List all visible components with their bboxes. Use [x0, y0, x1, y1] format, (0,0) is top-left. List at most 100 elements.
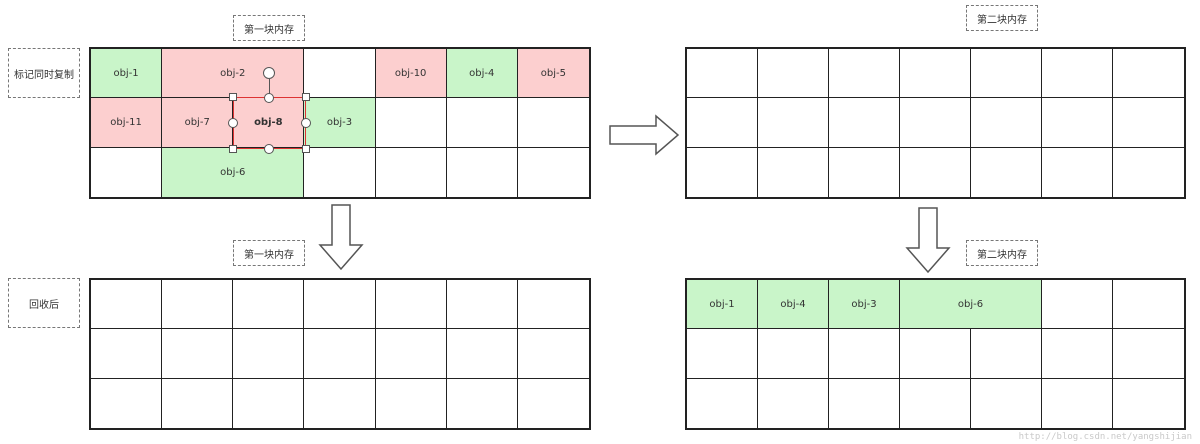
- memory-cell-empty: [971, 49, 1042, 99]
- memory-cell-empty: [829, 329, 900, 379]
- memory-cell-empty: [971, 147, 1042, 197]
- memory-cell-empty: [829, 378, 900, 428]
- memory-cell-empty: [1113, 98, 1184, 148]
- selection-outline: [233, 97, 306, 149]
- memory-cell-empty: [517, 378, 589, 428]
- resize-handle-bottom-left[interactable]: [229, 145, 237, 153]
- rotate-connector: [269, 79, 270, 94]
- memory-cell-empty: [758, 98, 829, 148]
- memory-cell-empty: [162, 378, 234, 428]
- memory-cell-empty: [233, 378, 305, 428]
- memory-cell-empty: [1042, 329, 1113, 379]
- memory-cell-obj-4: obj-4: [446, 49, 518, 99]
- memory-cell-empty: [1042, 98, 1113, 148]
- memory-cell-empty: [687, 329, 758, 379]
- memory-cell-obj-7: obj-7: [162, 98, 234, 148]
- second-memory-label-top: 第二块内存: [966, 5, 1038, 31]
- memory-cell-empty: [446, 329, 518, 379]
- memory-cell-empty: [304, 49, 376, 99]
- memory-grid-first-after: [89, 278, 591, 430]
- resize-handle-top-right[interactable]: [302, 93, 310, 101]
- memory-cell-empty: [829, 98, 900, 148]
- memory-cell-empty: [162, 329, 234, 379]
- memory-cell-empty: [304, 378, 376, 428]
- memory-cell-empty: [446, 280, 518, 330]
- memory-cell-empty: [517, 329, 589, 379]
- memory-cell-empty: [1113, 280, 1184, 330]
- memory-grid-second-before: [685, 47, 1186, 199]
- memory-cell-empty: [91, 329, 163, 379]
- memory-cell-empty: [162, 280, 234, 330]
- memory-cell-empty: [233, 280, 305, 330]
- mark-copy-label: 标记同时复制: [8, 48, 80, 98]
- memory-cell-empty: [687, 378, 758, 428]
- memory-cell-empty: [1042, 147, 1113, 197]
- down-arrow-icon-right: [905, 207, 951, 274]
- resize-handle-bottom-right[interactable]: [302, 145, 310, 153]
- memory-cell-obj-3: obj-3: [304, 98, 376, 148]
- memory-cell-empty: [91, 378, 163, 428]
- memory-cell-empty: [1113, 49, 1184, 99]
- memory-cell-empty: [517, 98, 589, 148]
- memory-cell-empty: [971, 378, 1042, 428]
- memory-cell-empty: [233, 329, 305, 379]
- memory-cell-empty: [91, 280, 163, 330]
- memory-cell-empty: [758, 378, 829, 428]
- memory-cell-empty: [1113, 147, 1184, 197]
- memory-cell-empty: [829, 147, 900, 197]
- memory-cell-empty: [1113, 329, 1184, 379]
- memory-cell-empty: [446, 147, 518, 197]
- memory-cell-empty: [1042, 280, 1113, 330]
- memory-cell-empty: [91, 147, 163, 197]
- memory-cell-obj-10: obj-10: [375, 49, 447, 99]
- resize-handle-bottom[interactable]: [264, 144, 274, 154]
- memory-cell-empty: [971, 329, 1042, 379]
- memory-cell-empty: [829, 49, 900, 99]
- memory-cell-empty: [304, 280, 376, 330]
- memory-cell-obj-8: obj-8: [233, 98, 305, 148]
- memory-cell-empty: [446, 378, 518, 428]
- memory-cell-empty: [304, 147, 376, 197]
- memory-cell-obj-1: obj-1: [91, 49, 163, 99]
- memory-cell-empty: [900, 329, 971, 379]
- memory-cell-empty: [375, 280, 447, 330]
- resize-handle-right[interactable]: [301, 118, 311, 128]
- resize-handle-left[interactable]: [228, 118, 238, 128]
- memory-cell-empty: [687, 98, 758, 148]
- memory-cell-empty: [375, 329, 447, 379]
- memory-cell-obj-3: obj-3: [829, 280, 900, 330]
- memory-cell-empty: [971, 98, 1042, 148]
- memory-cell-empty: [1042, 378, 1113, 428]
- memory-cell-obj-6: obj-6: [900, 280, 1042, 330]
- memory-cell-obj-5: obj-5: [517, 49, 589, 99]
- first-memory-label-top: 第一块内存: [233, 15, 305, 41]
- down-arrow-icon-left: [318, 204, 364, 271]
- memory-cell-empty: [1042, 49, 1113, 99]
- memory-cell-obj-11: obj-11: [91, 98, 163, 148]
- memory-cell-empty: [758, 329, 829, 379]
- first-memory-label-bottom: 第一块内存: [233, 240, 305, 266]
- memory-cell-empty: [900, 378, 971, 428]
- memory-cell-empty: [900, 49, 971, 99]
- memory-cell-empty: [900, 98, 971, 148]
- memory-cell-empty: [758, 147, 829, 197]
- memory-cell-obj-6: obj-6: [162, 147, 305, 197]
- memory-cell-empty: [517, 147, 589, 197]
- resize-handle-top[interactable]: [264, 93, 274, 103]
- memory-cell-empty: [1113, 378, 1184, 428]
- watermark: http://blog.csdn.net/yangshijian: [1018, 432, 1192, 442]
- memory-cell-empty: [517, 280, 589, 330]
- memory-cell-empty: [375, 98, 447, 148]
- memory-cell-obj-4: obj-4: [758, 280, 829, 330]
- resize-handle-top-left[interactable]: [229, 93, 237, 101]
- memory-cell-empty: [304, 329, 376, 379]
- memory-cell-empty: [446, 98, 518, 148]
- memory-cell-obj-2: obj-2: [162, 49, 305, 99]
- memory-cell-empty: [687, 49, 758, 99]
- memory-cell-empty: [900, 147, 971, 197]
- memory-cell-obj-1: obj-1: [687, 280, 758, 330]
- rotate-handle[interactable]: [263, 67, 275, 79]
- memory-cell-empty: [758, 49, 829, 99]
- after-gc-label: 回收后: [8, 278, 80, 328]
